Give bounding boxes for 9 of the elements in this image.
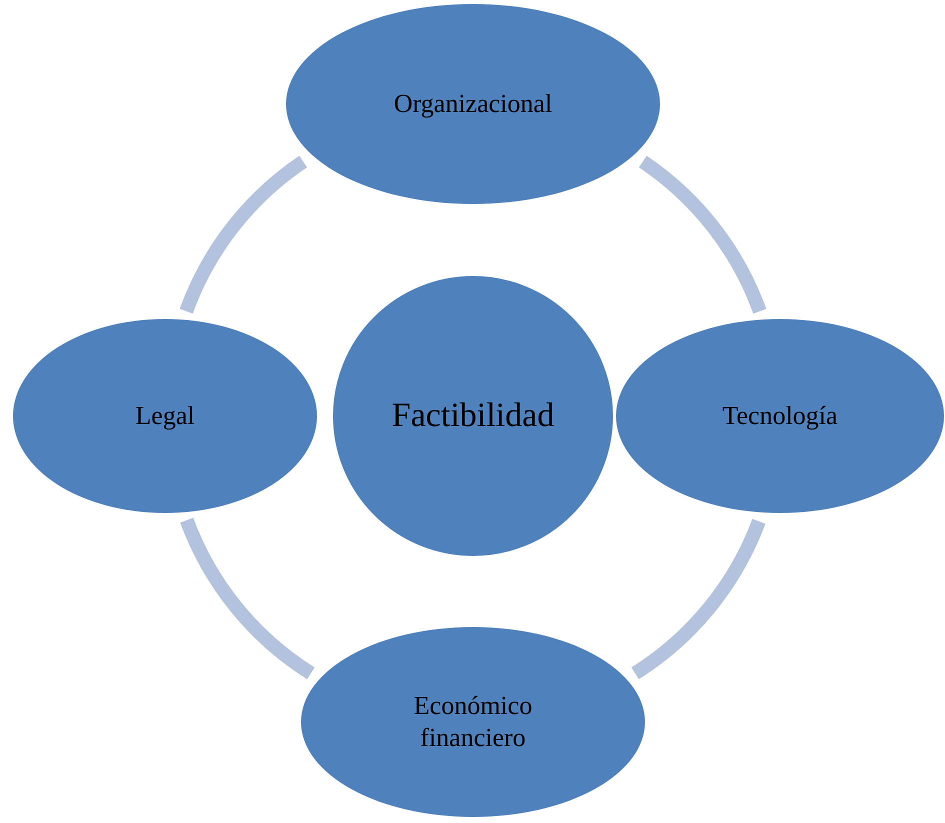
ring-arc-connector [180,156,308,314]
ring-arc-connector [631,518,766,680]
node-label: Legal [135,400,195,432]
node-label: Tecnología [722,400,838,432]
node-label: Económico financiero [412,690,534,754]
node-label: Factibilidad [392,396,554,436]
ring-arc-connector [638,156,766,314]
node-label: Organizacional [394,88,552,120]
ring-arc-connector [180,517,315,680]
